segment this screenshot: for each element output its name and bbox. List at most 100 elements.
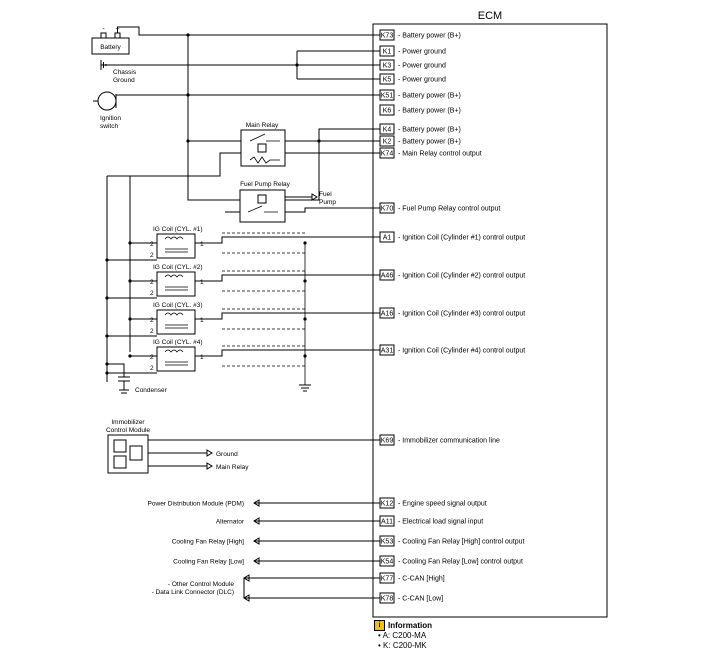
ecm-box (372, 23, 608, 618)
output-label: Cooling Fan Relay [High] (172, 539, 244, 546)
pin-label: - C-CAN [High] (398, 576, 445, 583)
fuel-pump-relay-label: Fuel Pump Relay (240, 181, 291, 188)
pin-id: K73 (381, 33, 394, 40)
ignition-switch-label-2: switch (100, 123, 118, 130)
pin-label: - Ignition Coil (Cylinder #3) control ou… (398, 311, 525, 318)
ig-coil-label: IG Coil (CYL. #1) (153, 226, 203, 233)
battery-minus: - (102, 26, 105, 33)
can-target-2: - Data Link Connector (DLC) (152, 589, 234, 596)
battery-label: Battery (100, 44, 121, 51)
information-header: i Information (374, 620, 432, 631)
ig-coil-label: IG Coil (CYL. #4) (153, 339, 203, 346)
immobilizer-main-relay-label: Main Relay (216, 464, 249, 471)
can-bus: - Other Control Module - Data Link Conne… (152, 574, 380, 602)
ecm-pin-k6: K6 - Battery power (B+) (379, 104, 461, 116)
pin-label: - Immobilizer communication line (398, 438, 500, 445)
ig-coil-label: IG Coil (CYL. #3) (153, 302, 203, 309)
immobilizer-control-module: Immobilizer Control Module Ground Main R… (106, 419, 380, 474)
coil-pin-2b: 2 (150, 290, 154, 297)
pin-id: K2 (383, 139, 392, 146)
pin-id: K1 (383, 49, 392, 56)
immobilizer-label-1: Immobilizer (111, 419, 145, 426)
pin-id: A11 (381, 519, 393, 526)
output-label: Alternator (216, 519, 245, 526)
pin-label: - Cooling Fan Relay [Low] control output (398, 559, 523, 566)
pin-label: - Battery power (B+) (398, 108, 461, 115)
coil-pin-2b: 2 (150, 252, 154, 259)
ignition-coils: IG Coil (CYL. #1) 2 1 2 IG Coil (CYL. #2) 2 1 2… (105, 226, 380, 375)
pin-label: - Battery power (B+) (398, 93, 461, 100)
condenser: Condenser (105, 362, 168, 394)
information-item: • K: C200-MK (378, 641, 427, 650)
pin-label: - Power ground (398, 63, 446, 70)
pin-id: K5 (383, 77, 392, 84)
ignition-switch: Ignition switch (93, 91, 121, 130)
pin-label: - Power ground (398, 49, 446, 56)
ig-coil-label: IG Coil (CYL. #2) (153, 264, 203, 271)
ecm-output-lines: Power Distribution Module (PDM) Alternato… (148, 499, 380, 566)
coil-pin-2b: 2 (150, 328, 154, 335)
pin-label: - Battery power (B+) (398, 127, 461, 134)
ignition-switch-label-1: Ignition (100, 115, 121, 122)
ig-coil-3: IG Coil (CYL. #3) 2 1 2 (105, 302, 380, 338)
coil-pin-1: 1 (200, 317, 204, 324)
pin-id: K12 (381, 501, 394, 508)
coil-pin-2: 2 (150, 241, 154, 248)
pin-id: K78 (381, 596, 394, 603)
coil-pin-1: 1 (200, 241, 204, 248)
main-relay-label: Main Relay (246, 122, 279, 129)
chassis-ground-label-2: Ground (113, 77, 135, 84)
coil-pin-2: 2 (150, 317, 154, 324)
can-target-1: - Other Control Module (168, 581, 234, 588)
immobilizer-label-2: Control Module (106, 427, 150, 434)
pin-label: - Engine speed signal output (398, 501, 487, 508)
output-line: Cooling Fan Relay [High] (172, 537, 380, 546)
pin-id: A16 (381, 311, 394, 318)
pin-label: - Fuel Pump Relay control output (398, 206, 500, 213)
pin-id: K3 (383, 63, 392, 70)
fuel-pump-label-1: Fuel (319, 191, 332, 198)
pin-id: A46 (381, 273, 394, 280)
ecm-pin-list: K73- Battery power (B+)K1- Power groundK… (379, 29, 525, 604)
pin-label: - Power ground (398, 77, 446, 84)
pin-label: - Ignition Coil (Cylinder #4) control ou… (398, 348, 525, 355)
ig-coil-1: IG Coil (CYL. #1) 2 1 2 (105, 226, 380, 262)
pin-id: K70 (381, 206, 394, 213)
pin-id: K69 (381, 438, 394, 445)
battery: - + Battery (91, 26, 130, 55)
information-item-text: A: C200-MA (382, 631, 427, 640)
pin-label: - Electrical load signal input (398, 519, 483, 526)
output-label: Power Distribution Module (PDM) (148, 501, 244, 508)
information-title: Information (388, 620, 432, 630)
pin-id: K74 (381, 151, 394, 158)
ig-coil-2: IG Coil (CYL. #2) 2 1 2 (105, 264, 380, 300)
pin-id: K4 (383, 127, 392, 134)
pin-label: - Ignition Coil (Cylinder #2) control ou… (398, 273, 525, 280)
pin-id: K53 (381, 539, 394, 546)
coil-pin-1: 1 (200, 279, 204, 286)
pin-id: A1 (383, 235, 392, 242)
pin-id: A31 (381, 348, 394, 355)
info-icon: i (374, 620, 385, 631)
pin-label: - Battery power (B+) (398, 139, 461, 146)
information-item-text: K: C200-MK (383, 641, 427, 650)
chassis-ground-symbol: Chassis Ground (100, 60, 380, 84)
immobilizer-ground-label: Ground (216, 451, 238, 458)
coil-pin-2: 2 (150, 279, 154, 286)
main-relay: Main Relay (240, 122, 286, 167)
ecm-title: ECM (478, 10, 502, 22)
chassis-ground-label-1: Chassis (113, 69, 137, 76)
coil-pin-2b: 2 (150, 365, 154, 372)
coil-pin-1: 1 (200, 354, 204, 361)
pin-id: K77 (381, 576, 394, 583)
pin-id: K6 (383, 108, 392, 115)
condenser-label: Condenser (135, 387, 168, 394)
output-line: Power Distribution Module (PDM) (148, 499, 380, 508)
fuel-pump-label-2: Pump (319, 199, 336, 206)
pin-label: - C-CAN [Low] (398, 596, 443, 603)
pin-id: K54 (381, 559, 394, 566)
information-box: i Information • A: C200-MA • K: C200-MK (374, 620, 432, 651)
information-item: • A: C200-MA (378, 631, 427, 640)
